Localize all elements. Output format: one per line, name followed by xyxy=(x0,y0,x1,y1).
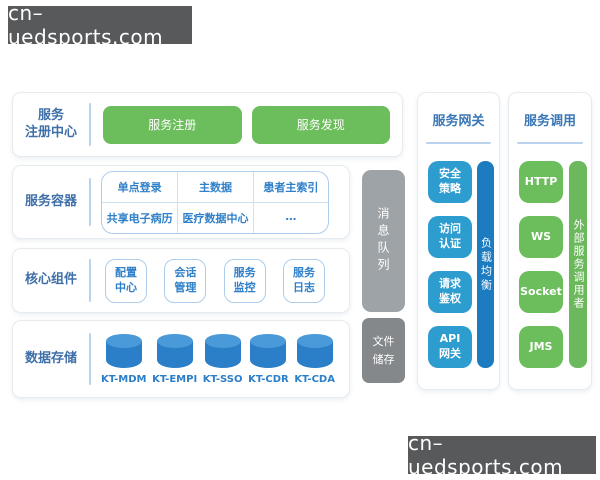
watermark-top: cn–uedsports.com xyxy=(8,1,192,49)
db-label: KT-CDR xyxy=(248,374,289,385)
load-balancer-bar: 负载均衡 xyxy=(477,161,494,368)
title-line: 服务容器 xyxy=(24,193,77,209)
db-kt-cda: KT-CDA xyxy=(294,333,335,385)
data-storage-card: 数据存储 KT-MDM KT-EMPI KT-SSO KT-CDR KT- xyxy=(12,320,350,398)
grid-cell-mdc: 医疗数据中心 xyxy=(177,201,253,233)
grid-cell-ehr: 共享电子病历 xyxy=(102,201,178,233)
socket-node: Socket xyxy=(519,271,563,313)
node-line: 日志 xyxy=(292,280,315,294)
security-policy-node: 安全 策略 xyxy=(428,161,472,203)
config-center-node: 配置 中心 xyxy=(105,258,147,303)
service-grid: 单点登录 主数据 患者主索引 共享电子病历 医疗数据中心 … xyxy=(102,171,328,233)
node-line: 鉴权 xyxy=(439,292,461,305)
node-line: 监控 xyxy=(233,280,256,294)
data-storage-title: 数据存储 xyxy=(13,351,89,368)
node-line: 认证 xyxy=(439,237,461,250)
node-line: 文件 xyxy=(372,334,395,348)
node-line: 服务 xyxy=(292,265,315,279)
node-line: Socket xyxy=(520,284,562,298)
node-line: 请求 xyxy=(439,277,461,291)
vertical-divider xyxy=(89,259,91,302)
invocation-body: HTTP WS Socket JMS 外部服务调用者 xyxy=(509,144,591,384)
service-monitor-node: 服务 监控 xyxy=(223,258,266,303)
http-node: HTTP xyxy=(519,161,563,203)
file-storage-box: 文件 储存 xyxy=(362,318,405,383)
service-registry-card: 服务 注册中心 服务注册 服务发现 xyxy=(12,92,403,157)
database-cylinder-icon xyxy=(204,334,241,368)
node-line: 会话 xyxy=(174,265,197,279)
node-line: 配置 xyxy=(115,265,137,279)
grid-cell-empi: 患者主索引 xyxy=(252,171,328,202)
db-kt-cdr: KT-CDR xyxy=(248,333,289,385)
core-nodes: 配置 中心 会话 管理 服务 监控 服务 日志 xyxy=(91,258,349,303)
service-discovery-node: 服务发现 xyxy=(251,105,390,144)
node-line: 服务 xyxy=(233,265,256,279)
watermark-bottom: cn–uedsports.com xyxy=(408,431,596,479)
node-line: 安全 xyxy=(439,167,461,181)
grid-cell-masterdata: 主数据 xyxy=(177,171,252,202)
api-gateway-node: API 网关 xyxy=(428,326,472,368)
node-line: 储存 xyxy=(372,352,395,366)
title-line: 服务 xyxy=(37,107,64,123)
core-components-title: 核心组件 xyxy=(13,272,89,289)
access-auth-node: 访问 认证 xyxy=(428,216,472,258)
session-management-node: 会话 管理 xyxy=(164,258,207,303)
service-log-node: 服务 日志 xyxy=(282,258,325,303)
db-kt-empi: KT-EMPI xyxy=(152,333,197,385)
service-stack-zone: 单点登录 主数据 患者主索引 共享电子病历 医疗数据中心 … xyxy=(91,170,349,237)
node-line: JMS xyxy=(529,339,553,353)
node-line: WS xyxy=(530,229,552,243)
db-label: KT-EMPI xyxy=(152,374,198,385)
title-line: 注册中心 xyxy=(24,124,77,140)
gateway-body: 安全 策略 访问 认证 请求 鉴权 API 网关 负载均衡 xyxy=(418,144,499,384)
grid-cell-more: … xyxy=(252,201,328,233)
title-line: 核心组件 xyxy=(24,272,77,288)
stacked-services-panel: 单点登录 主数据 患者主索引 共享电子病历 医疗数据中心 … xyxy=(101,170,336,237)
database-cylinder-icon xyxy=(296,334,333,368)
node-line: 网关 xyxy=(439,347,461,360)
ws-node: WS xyxy=(519,216,563,258)
vertical-divider xyxy=(89,333,91,385)
service-container-card: 服务容器 单点登录 主数据 患者主索引 共享电子病历 医疗数据中心 … xyxy=(12,165,350,239)
database-nodes: KT-MDM KT-EMPI KT-SSO KT-CDR KT-CDA xyxy=(91,333,349,385)
registry-nodes: 服务注册 服务发现 xyxy=(91,105,402,144)
horizontal-divider xyxy=(426,142,491,144)
service-registry-title: 服务 注册中心 xyxy=(13,108,89,142)
node-line: 管理 xyxy=(174,280,197,294)
title-line: 数据存储 xyxy=(24,350,77,366)
vertical-divider xyxy=(89,103,91,146)
service-gateway-title: 服务网关 xyxy=(432,114,485,129)
jms-node: JMS xyxy=(519,326,563,368)
database-cylinder-icon xyxy=(105,334,142,368)
request-authz-node: 请求 鉴权 xyxy=(428,271,472,313)
node-line: 中心 xyxy=(115,280,137,294)
database-cylinder-icon xyxy=(156,334,193,368)
node-line: 访问 xyxy=(439,222,461,236)
service-register-node: 服务注册 xyxy=(103,105,242,144)
db-label: KT-CDA xyxy=(294,374,335,385)
service-invocation-card: 服务调用 HTTP WS Socket JMS 外部服务调用者 xyxy=(508,92,592,390)
service-invocation-title: 服务调用 xyxy=(523,114,576,129)
node-line: API xyxy=(439,332,461,346)
db-label: KT-MDM xyxy=(101,374,147,385)
db-kt-mdm: KT-MDM xyxy=(101,333,146,385)
grid-cell-sso: 单点登录 xyxy=(117,180,162,194)
db-label: KT-SSO xyxy=(202,374,243,385)
vertical-divider xyxy=(89,177,91,227)
message-queue-bar: 消息队列 xyxy=(362,170,405,312)
db-kt-sso: KT-SSO xyxy=(203,333,243,385)
service-gateway-card: 服务网关 安全 策略 访问 认证 请求 鉴权 API 网关 负载均衡 xyxy=(417,92,500,390)
core-components-card: 核心组件 配置 中心 会话 管理 服务 监控 服务 日志 xyxy=(12,248,350,313)
database-cylinder-icon xyxy=(250,334,287,368)
node-line: HTTP xyxy=(524,174,558,188)
external-caller-bar: 外部服务调用者 xyxy=(569,161,587,368)
horizontal-divider xyxy=(517,142,583,144)
node-line: 策略 xyxy=(439,182,461,195)
service-container-title: 服务容器 xyxy=(13,194,89,211)
